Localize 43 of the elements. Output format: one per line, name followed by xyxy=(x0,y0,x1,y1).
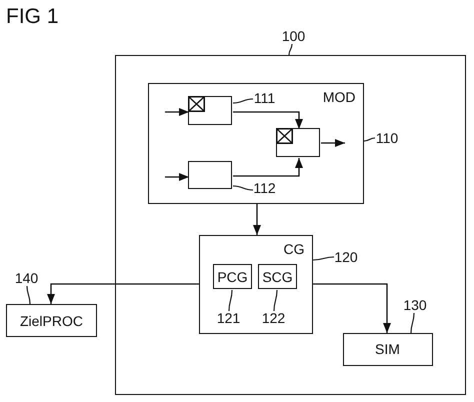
sub-box xyxy=(258,264,297,289)
reference-numeral: 120 xyxy=(334,248,358,264)
function-box xyxy=(276,128,320,157)
leader-line xyxy=(312,256,334,261)
figure-title: FIG 1 xyxy=(6,5,59,29)
simulator-box xyxy=(342,332,432,366)
block-label: ZielPROC xyxy=(20,312,83,328)
block-label: SCG xyxy=(262,268,293,284)
reference-numeral: 122 xyxy=(261,310,286,326)
arrow xyxy=(47,283,199,304)
leader-line xyxy=(288,44,293,56)
arrow xyxy=(233,158,303,177)
module-box xyxy=(148,82,364,204)
reference-numeral: 140 xyxy=(14,270,39,286)
leader-line xyxy=(232,185,254,191)
leader-line xyxy=(364,137,376,142)
reference-numeral: 100 xyxy=(281,28,306,44)
arrow xyxy=(313,283,391,333)
reference-numeral: 121 xyxy=(216,310,241,326)
arrow xyxy=(165,173,189,181)
leader-line xyxy=(232,98,254,104)
arrow xyxy=(321,139,345,147)
arrow xyxy=(253,204,261,235)
block-label: MOD xyxy=(322,88,356,104)
reference-numeral: 130 xyxy=(402,296,428,312)
leader-line xyxy=(228,290,233,312)
generator-box xyxy=(198,234,312,334)
function-box xyxy=(188,161,232,189)
function-box xyxy=(188,96,232,125)
arrow xyxy=(165,108,189,116)
processor-box xyxy=(6,304,97,337)
system-frame xyxy=(115,55,466,395)
reference-numeral: 111 xyxy=(252,90,277,106)
block-label: PCG xyxy=(217,268,248,284)
block-label: CG xyxy=(284,240,304,256)
leader-line xyxy=(273,290,278,312)
sub-box xyxy=(213,264,252,289)
arrow xyxy=(233,111,303,129)
reference-numeral: 110 xyxy=(374,130,400,146)
leader-line xyxy=(410,312,415,334)
leader-line xyxy=(26,286,31,304)
block-label: SIM xyxy=(375,341,400,357)
reference-numeral: 112 xyxy=(252,180,277,196)
